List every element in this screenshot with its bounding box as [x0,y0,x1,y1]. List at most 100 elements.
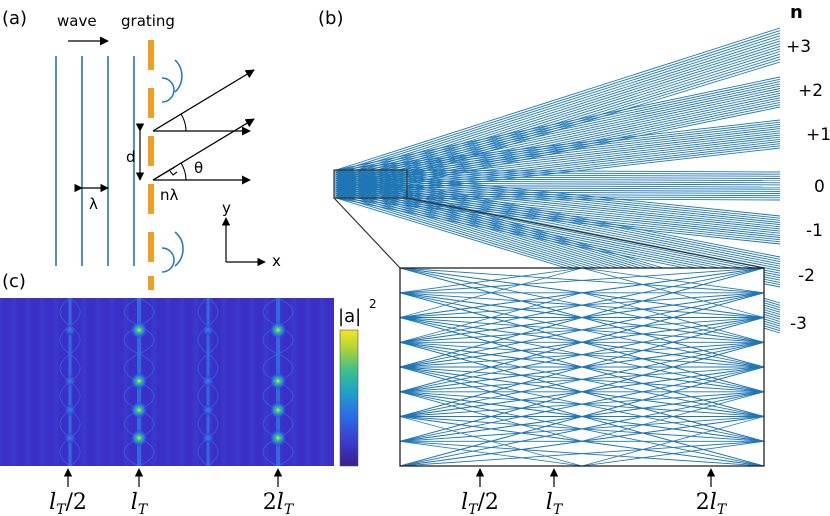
diffracted-ray [335,119,781,171]
inset-ray [400,317,583,343]
diffracted-ray [335,186,781,190]
inset-ray [400,341,583,393]
diffracted-ray [335,173,781,221]
inset-ray [581,416,764,442]
diffracted-ray [335,184,781,274]
order-label: -1 [806,221,823,241]
inset-ray [400,292,583,318]
order-label: -3 [790,314,807,334]
intensity-spot [202,375,214,387]
ray-fan [334,27,781,334]
diffracted-ray [335,35,781,177]
diffracted-ray [335,43,781,184]
intensity-spot [269,372,287,390]
diffracted-ray [335,121,781,173]
intensity-spot [202,432,214,444]
inset-ray [400,317,583,368]
inset-ray [400,341,764,417]
diffracted-ray [335,173,781,263]
inset-ray [400,268,764,294]
inset-ray [400,440,583,466]
theta-label: θ [194,159,203,177]
panel-c: (c) |a| 2 [0,271,377,467]
diffracted-rays [152,69,255,185]
inset-ray [581,317,764,368]
wavelets [161,59,184,273]
inset-ray [581,292,764,343]
intensity-spot [130,401,148,419]
zoom-connector-left [333,197,401,269]
intensity-spot [64,324,76,336]
panel-b-label: (b) [318,8,343,29]
colorbar-label: |a| [338,306,361,327]
intensity-spot [130,429,148,447]
diffracted-ray [335,92,781,186]
inset-ray [581,268,764,294]
inset-ray [400,366,583,417]
diffracted-ray [335,123,781,175]
y-axis-label: y [222,199,231,217]
talbot-tick-label: lT/2 [49,490,87,516]
diffracted-ray [335,99,781,192]
intensity-spot [130,372,148,390]
talbot-tick-label: 2lT [263,490,295,516]
inset-ray [400,416,583,466]
intensity-spot [269,321,287,339]
inset-frame [399,267,765,467]
intensity-spot [269,429,287,447]
diffracted-ray [335,126,781,177]
d-label: d [126,148,136,166]
diffracted-ray [335,90,781,184]
order-label: 0 [814,177,825,197]
diffracted-ray [335,180,781,269]
ray-origin-patch [334,170,407,198]
order-label: +1 [806,125,830,145]
carpet-caustic [197,437,219,466]
panel-c-label: (c) [2,271,26,292]
inset-ray [400,317,764,393]
inset-ray [400,366,764,442]
diffracted-ray [335,85,781,180]
diffracted-ray [335,186,781,234]
talbot-carpet [0,298,325,466]
diffracted-ray [335,188,781,279]
inset-ray [400,268,583,318]
carpet-caustic [123,437,155,466]
inset-ray [400,391,764,466]
inset-ray [400,292,764,368]
inset-ray [581,416,764,466]
incident-wavefronts [55,56,135,266]
diffracted-ray [335,81,781,175]
diffracted-ray [335,27,781,171]
diffracted-ray [335,171,781,260]
diffracted-ray [335,95,781,188]
intensity-spot [130,321,148,339]
diffracted-ray [335,188,781,192]
diffracted-ray [335,193,781,241]
diffracted-ray [335,171,781,175]
talbot-tick-label: 2lT [696,490,728,516]
inset-ray [400,391,583,442]
inset-ray [581,268,764,318]
order-label: -2 [798,266,815,286]
diffracted-ray [335,188,781,236]
diffracted-ray [335,178,781,182]
talbot-tick-label: lT [131,490,149,516]
inset-ray [581,366,764,417]
carpet-caustic [262,437,294,466]
diffracted-ray [335,169,781,258]
inset-ray [581,317,764,343]
inset-ray [400,292,583,343]
inset-ray [581,292,764,318]
diffracted-ray [335,171,781,219]
diffracted-ray [335,186,781,276]
colorbar [339,329,359,467]
inset-ray [400,268,764,343]
diffracted-ray [335,180,781,184]
intensity-spot [64,432,76,444]
intensity-spot [64,404,76,416]
angle-arcs [169,113,187,181]
grating-label: grating [121,12,175,30]
